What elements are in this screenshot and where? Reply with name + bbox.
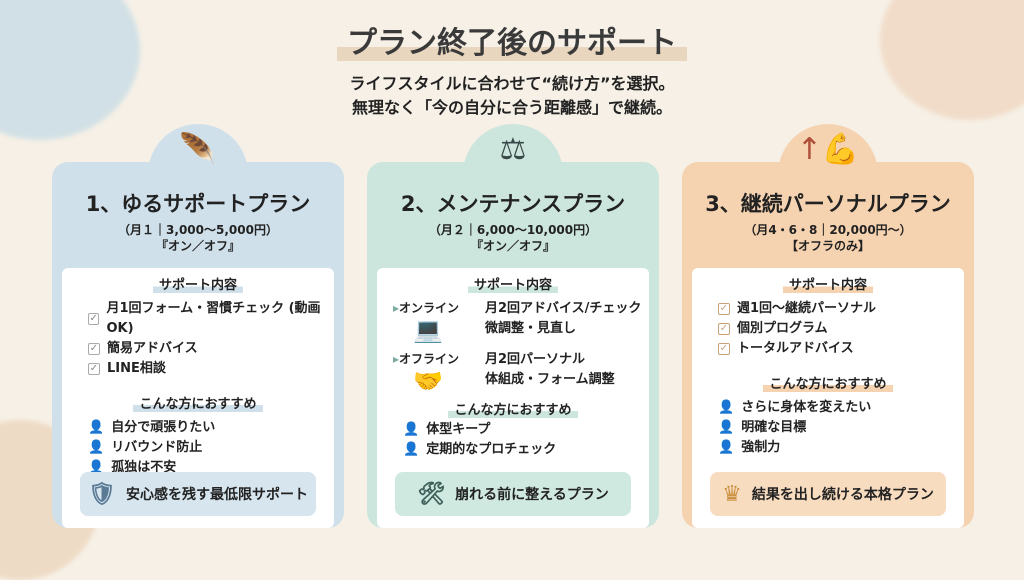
- plan-price: （月１｜3,000〜5,000円）: [118, 223, 278, 237]
- recommend-item: 👤自分で頑張りたい: [88, 418, 334, 438]
- checkbox-icon: ✓: [88, 313, 100, 325]
- recommend-item: 👤明確な目標: [718, 418, 964, 438]
- person-icon: 👤: [403, 442, 420, 457]
- scale-icon: ⚖: [499, 132, 527, 167]
- plan-card-3: ↑💪 3、継続パーソナルプラン （月4・6・8｜20,000円〜） 【オフラのみ…: [682, 124, 974, 528]
- support-item: ✓簡易アドバイス: [88, 341, 198, 356]
- plan-title: 2、メンテナンスプラン: [400, 192, 626, 216]
- person-icon: 👤: [718, 420, 735, 435]
- recommend-item: 👤リバウンド防止: [88, 438, 334, 458]
- recommend-heading: こんな方におすすめ: [763, 377, 893, 392]
- checkbox-icon: ✓: [718, 343, 730, 355]
- recommend-item: 👤さらに身体を変えたい: [718, 398, 964, 418]
- support-heading: サポート内容: [782, 278, 873, 293]
- person-icon: 👤: [88, 420, 105, 435]
- laptop-icon: 💻: [413, 316, 443, 344]
- support-item: ✓トータルアドバイス: [718, 341, 854, 356]
- plan-summary: 🛡 安心感を残す最低限サポート: [80, 472, 316, 516]
- recommend-item: 👤孤独は不安: [88, 458, 334, 478]
- subtitle-line-2: 無理なく「今の自分に合う距離感」で継続。: [351, 98, 672, 117]
- checkbox-icon: ✓: [718, 323, 730, 335]
- checkbox-icon: ✓: [718, 303, 730, 315]
- online-row: ▸オンライン💻 月2回アドバイス/チェック微調整・見直し: [393, 301, 642, 344]
- person-icon: 👤: [88, 460, 105, 475]
- plan-price: （月4・6・8｜20,000円〜）: [744, 223, 912, 237]
- support-item: ✓週1回〜継続パーソナル: [718, 301, 877, 316]
- person-icon: 👤: [88, 440, 105, 455]
- support-heading: サポート内容: [152, 278, 243, 293]
- page-title: プラン終了後のサポート: [0, 18, 1024, 62]
- shield-icon: 🛡: [88, 481, 116, 507]
- recommend-item: 👤体型キープ: [403, 420, 649, 440]
- checkbox-icon: ✓: [88, 363, 100, 375]
- tools-icon: 🛠: [417, 481, 446, 507]
- plan-mode: 【オフラのみ】: [785, 239, 870, 253]
- checkbox-icon: ✓: [88, 343, 100, 355]
- person-icon: 👤: [403, 422, 420, 437]
- person-icon: 👤: [718, 440, 735, 455]
- support-heading: サポート内容: [467, 278, 558, 293]
- handshake-icon: 🤝: [413, 367, 443, 395]
- support-item: ✓LINE相談: [88, 361, 166, 376]
- plan-mode: 『オン／オフ』: [470, 239, 555, 253]
- recommend-item: 👤強制力: [718, 438, 964, 458]
- offline-row: ▸オフライン🤝 月2回パーソナル体組成・フォーム調整: [393, 352, 615, 395]
- muscle-arrow-icon: ↑💪: [796, 132, 860, 167]
- subtitle-line-1: ライフスタイルに合わせて“続け方”を選択。: [349, 74, 675, 93]
- plan-card-1: 🪶 1、ゆるサポートプラン （月１｜3,000〜5,000円） 『オン／オフ』 …: [52, 124, 344, 528]
- plan-price: （月２｜6,000〜10,000円）: [428, 223, 598, 237]
- feather-icon: 🪶: [179, 132, 217, 167]
- recommend-heading: こんな方におすすめ: [448, 403, 578, 418]
- support-item: ✓月1回フォーム・習慣チェック (動画OK): [88, 301, 321, 336]
- plan-title: 3、継続パーソナルプラン: [705, 192, 951, 216]
- plan-mode: 『オン／オフ』: [155, 239, 240, 253]
- plan-card-2: ⚖ 2、メンテナンスプラン （月２｜6,000〜10,000円） 『オン／オフ』…: [367, 124, 659, 528]
- crown-icon: ♛: [722, 481, 742, 507]
- plan-summary: 🛠 崩れる前に整えるプラン: [395, 472, 631, 516]
- recommend-item: 👤定期的なプロチェック: [403, 440, 649, 460]
- plan-title: 1、ゆるサポートプラン: [85, 192, 311, 216]
- plan-summary: ♛ 結果を出し続ける本格プラン: [710, 472, 946, 516]
- person-icon: 👤: [718, 400, 735, 415]
- support-item: ✓個別プログラム: [718, 321, 828, 336]
- recommend-heading: こんな方におすすめ: [133, 397, 263, 412]
